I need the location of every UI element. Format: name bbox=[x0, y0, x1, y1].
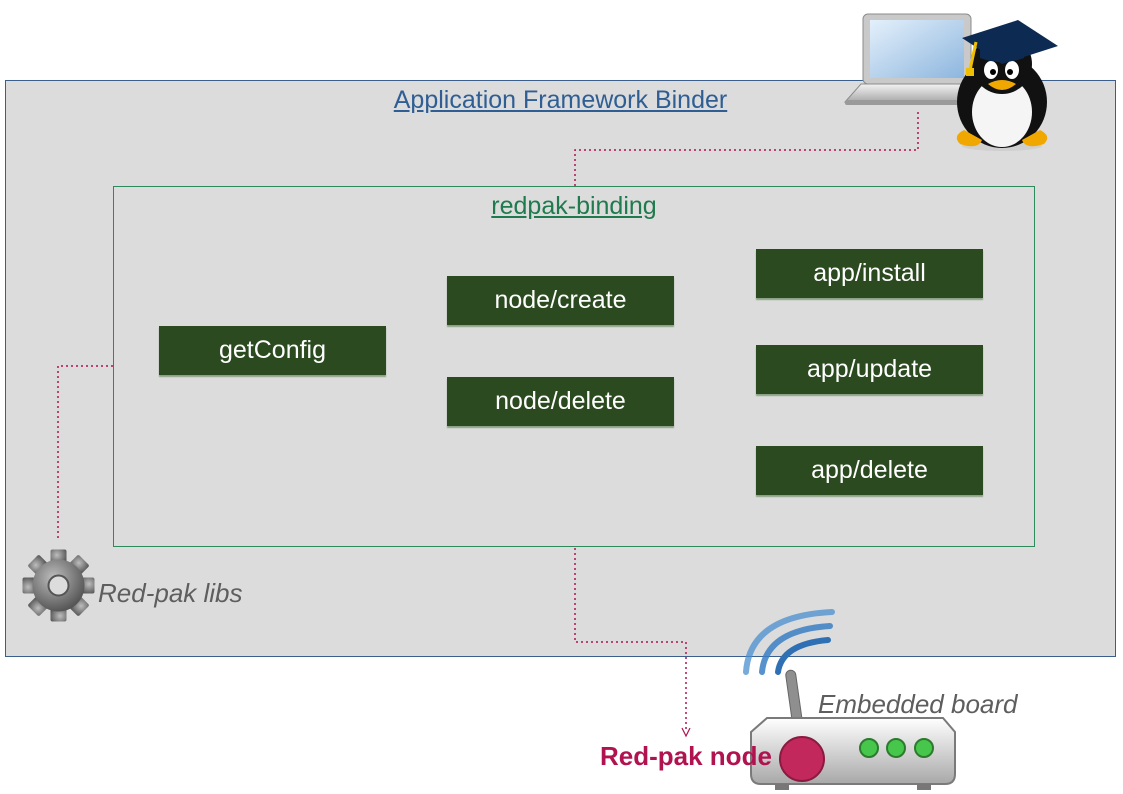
verb-app-delete[interactable]: app/delete bbox=[756, 446, 983, 495]
node-label: Red-pak node bbox=[600, 741, 772, 771]
connector-laptop bbox=[574, 112, 919, 186]
verb-node-create[interactable]: node/create bbox=[447, 276, 674, 325]
verb-app-update[interactable]: app/update bbox=[756, 345, 983, 394]
verb-node-delete[interactable]: node/delete bbox=[447, 377, 674, 426]
wifi-waves-icon bbox=[743, 609, 835, 675]
binding-container bbox=[113, 186, 1035, 547]
verb-app-install[interactable]: app/install bbox=[756, 249, 983, 298]
verb-getconfig[interactable]: getConfig bbox=[159, 326, 386, 375]
connector-node bbox=[574, 548, 687, 732]
tux-graduate-icon[interactable] bbox=[946, 18, 1061, 154]
gear-icon[interactable] bbox=[21, 548, 96, 623]
binding-title[interactable]: redpak-binding bbox=[491, 192, 657, 220]
laptop-icon[interactable] bbox=[843, 12, 978, 107]
libs-label: Red-pak libs bbox=[98, 578, 243, 608]
board-label: Embedded board bbox=[818, 689, 1018, 719]
framework-title[interactable]: Application Framework Binder bbox=[393, 86, 728, 114]
connector-node-arrow bbox=[681, 727, 691, 738]
connector-libs bbox=[57, 365, 113, 538]
router-icon[interactable] bbox=[745, 666, 960, 792]
